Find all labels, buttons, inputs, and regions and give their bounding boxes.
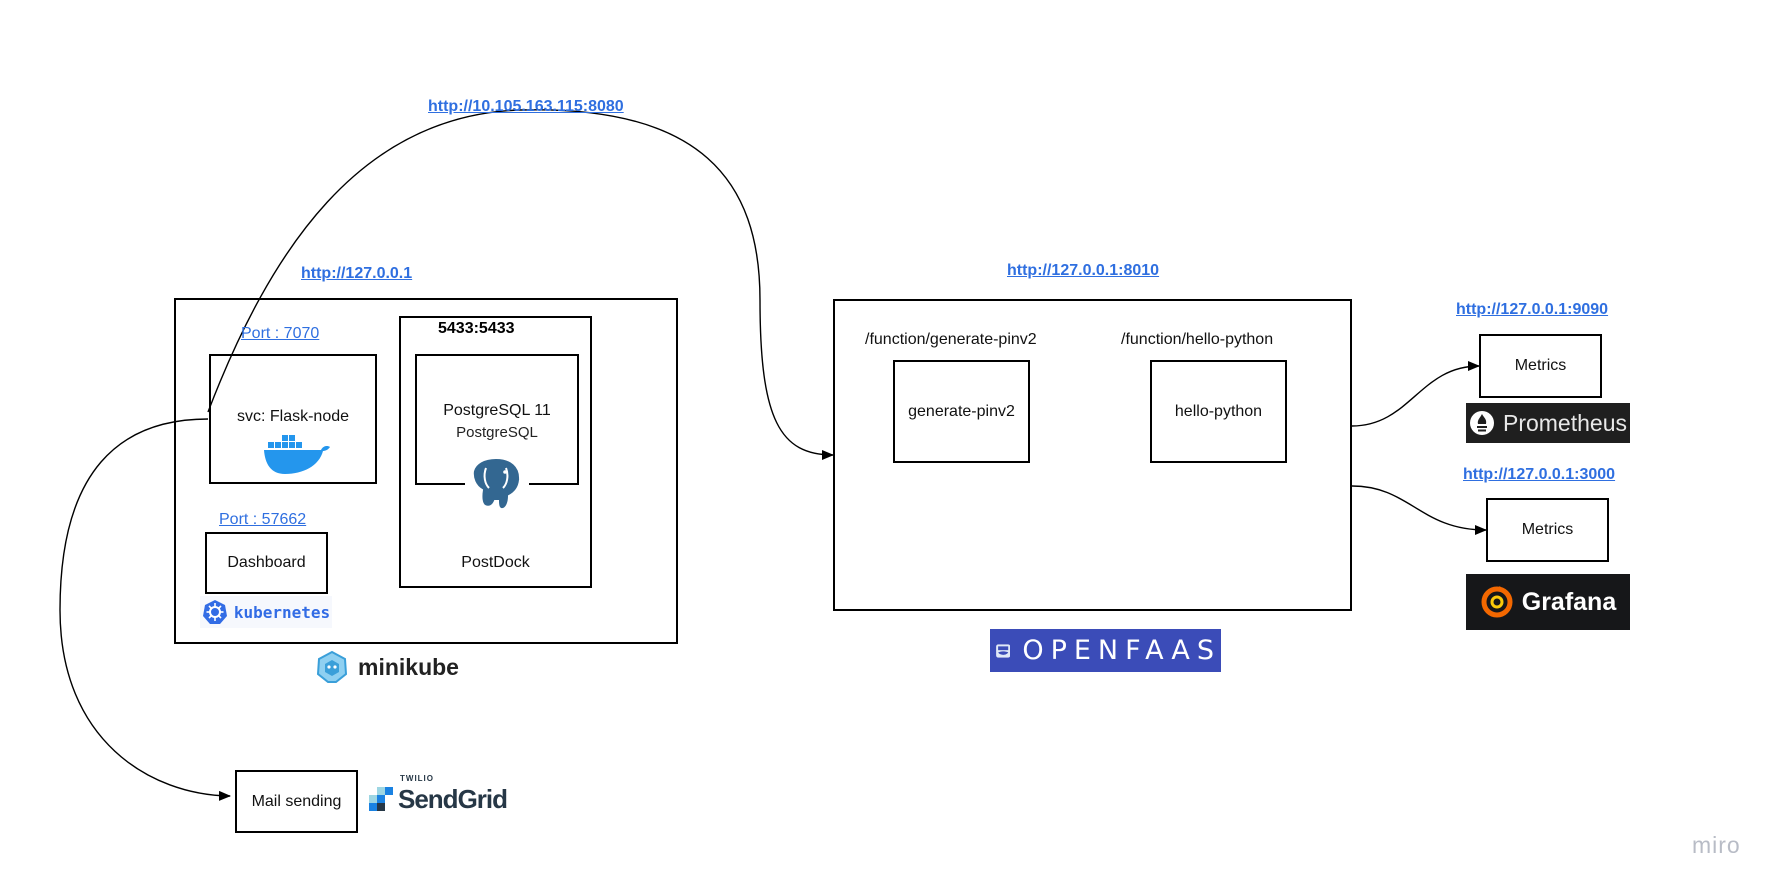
openfaas-gateway-box[interactable]: /function/generate-pinv2 /function/hello… <box>833 299 1352 611</box>
prometheus-metrics-label: Metrics <box>1514 357 1567 374</box>
link-minikube-host[interactable]: http://127.0.0.1 <box>301 265 413 282</box>
prometheus-metrics-box[interactable]: Metrics <box>1479 334 1602 398</box>
postgres-box-edge-right <box>529 483 579 485</box>
openfaas-whale-icon <box>996 643 1011 658</box>
minikube-logo-text: minikube <box>358 653 459 680</box>
dashboard-port-link[interactable]: Port : 57662 <box>219 511 307 528</box>
minikube-cluster-box[interactable] <box>174 298 678 644</box>
edge-openfaas-to-grafana <box>1351 485 1487 535</box>
postgres-box-edge-left <box>415 483 465 485</box>
mail-sending-label: Mail sending <box>251 792 342 810</box>
link-openfaas-host[interactable]: http://127.0.0.1:8010 <box>1007 262 1160 279</box>
miro-watermark: miro <box>1692 832 1741 858</box>
kubernetes-logo-text: kubernetes <box>233 602 331 622</box>
dashboard-label: Dashboard <box>227 554 306 571</box>
kubernetes-logo: kubernetes <box>200 596 332 628</box>
dashboard-box[interactable]: Dashboard <box>205 532 328 594</box>
function-hello-python-label: hello-python <box>1174 402 1263 420</box>
postdock-port-label: 5433:5433 <box>438 320 515 337</box>
edge-flask-to-openfaas <box>207 109 834 460</box>
sendgrid-logo-text: SendGrid <box>398 784 508 814</box>
minikube-icon <box>316 650 348 683</box>
flask-node-box[interactable]: svc: Flask-node <box>209 354 377 484</box>
function-generate-pinv2-box[interactable]: generate-pinv2 <box>893 360 1030 463</box>
grafana-metrics-box[interactable]: Metrics <box>1486 498 1609 562</box>
postgres-elephant-icon <box>471 456 522 511</box>
function-path-generate: /function/generate-pinv2 <box>865 331 1037 348</box>
prometheus-logo: Prometheus <box>1466 403 1630 443</box>
function-hello-python-box[interactable]: hello-python <box>1150 360 1287 463</box>
edge-openfaas-to-prometheus <box>1351 361 1480 427</box>
openfaas-logo: OPENFAAS <box>990 629 1221 672</box>
sendgrid-twilio-label: TWILIO <box>400 774 434 783</box>
grafana-swirl-icon <box>1481 586 1513 618</box>
minikube-logo: minikube <box>315 650 459 684</box>
grafana-metrics-label: Metrics <box>1521 521 1574 538</box>
link-prometheus-host[interactable]: http://127.0.0.1:9090 <box>1456 301 1609 318</box>
mail-sending-box[interactable]: Mail sending <box>235 770 358 833</box>
grafana-logo: Grafana <box>1466 574 1630 630</box>
postgres-label: PostgreSQL 11 <box>443 402 551 419</box>
prometheus-logo-text: Prometheus <box>1502 409 1627 436</box>
postdock-box[interactable]: 5433:5433 PostgreSQL 11 PostgreSQL PostD… <box>399 316 592 588</box>
sendgrid-blocks-icon <box>369 786 393 811</box>
edge-flask-to-mail <box>59 418 231 801</box>
kubernetes-helm-icon <box>202 600 227 624</box>
flask-node-label: svc: Flask-node <box>236 408 350 425</box>
postdock-label: PostDock <box>461 554 530 571</box>
flask-port-link[interactable]: Port : 7070 <box>241 325 320 342</box>
postgres-box[interactable]: PostgreSQL 11 PostgreSQL <box>415 354 579 485</box>
link-grafana-host[interactable]: http://127.0.0.1:3000 <box>1463 466 1616 483</box>
postgres-logo-text: PostgreSQL <box>456 424 538 441</box>
function-path-hello: /function/hello-python <box>1121 331 1274 348</box>
grafana-logo-text: Grafana <box>1521 587 1617 616</box>
link-flask-service[interactable]: http://10.105.163.115:8080 <box>428 98 624 115</box>
docker-whale-icon <box>264 435 330 474</box>
openfaas-logo-text: OPENFAAS <box>1022 635 1221 666</box>
function-generate-pinv2-label: generate-pinv2 <box>908 402 1015 420</box>
prometheus-flame-icon <box>1469 411 1494 435</box>
sendgrid-logo: TWILIO SendGrid <box>368 774 508 815</box>
